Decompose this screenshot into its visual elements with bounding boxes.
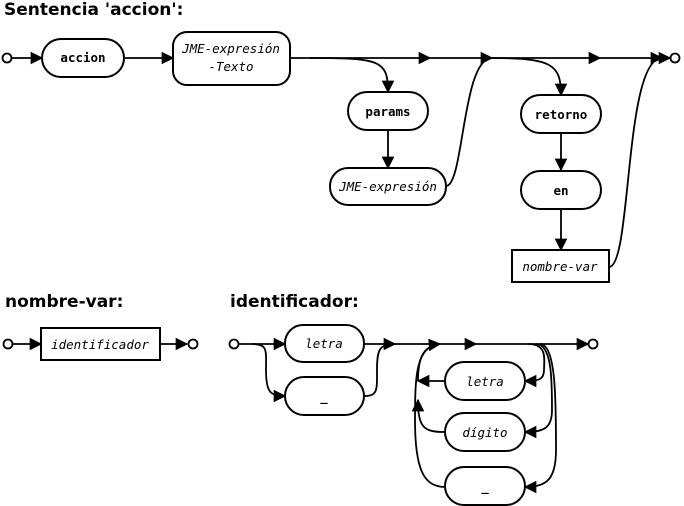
nonterminal-digito-label: dígito [462,425,507,440]
nonterminal-digito [444,412,526,452]
nonterminal-letra-1-label: letra [305,336,343,351]
nonterminal-identificador-label: identificador [51,337,149,352]
diagram-nombre-var: identificador [2,327,199,361]
terminal-params-label: params [365,104,410,119]
start-node [1,52,13,64]
terminal-retorno [520,94,602,134]
terminal-accion [41,38,125,78]
nonterminal-nombre-var [511,249,610,283]
diagram-sentencia-accion: accion JME-expresión -Texto params JME-e… [1,31,681,283]
start-node [228,338,240,350]
terminal-underscore-1 [284,376,365,416]
nonterminal-jme-texto-line1: JME-expresión [181,41,280,56]
terminal-underscore-2 [444,466,526,506]
terminal-retorno-label: retorno [535,107,588,122]
end-node [187,338,199,350]
terminal-params [347,91,429,131]
terminal-underscore-2-label: _ [481,479,489,495]
end-node [587,338,599,350]
start-node [2,338,14,350]
terminal-accion-label: accion [60,50,105,65]
nonterminal-jme-expresion-label: JME-expresión [338,179,437,194]
diagram-identificador: letra _ letra dígito _ [228,324,599,506]
title-identificador: identificador: [230,292,359,312]
nonterminal-letra-2-label: letra [466,374,504,389]
terminal-en [520,170,602,210]
terminal-underscore-1-label: _ [320,389,328,405]
nonterminal-nombre-var-label: nombre-var [522,259,598,274]
nonterminal-identificador [40,327,161,361]
end-node [669,52,681,64]
title-sentencia-accion: Sentencia 'accion': [4,0,184,20]
nonterminal-letra-1 [284,324,365,363]
nonterminal-jme-expresion-texto [172,31,291,86]
nonterminal-jme-texto-line2: -Texto [208,59,253,74]
nonterminal-jme-expresion [329,167,447,206]
title-nombre-var: nombre-var: [5,292,124,312]
nonterminal-letra-2 [444,361,526,401]
terminal-en-label: en [553,183,568,198]
